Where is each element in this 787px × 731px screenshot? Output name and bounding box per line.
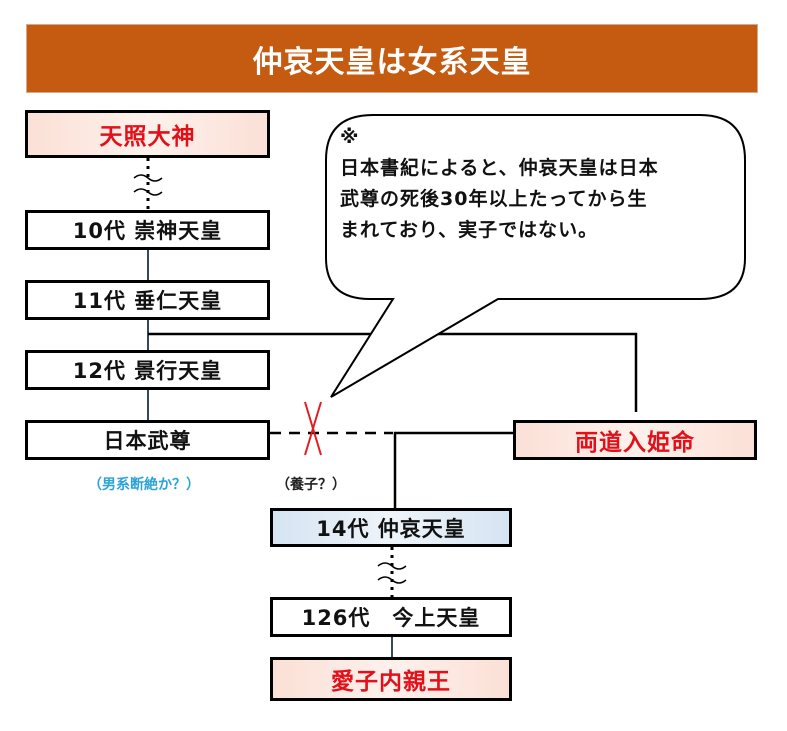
bubble-line: 武尊の死後30年以上たってから生 [340,188,648,210]
box-gen126-current: 126代 今上天皇 [270,597,512,637]
box-label: 14代 仲哀天皇 [316,516,466,541]
reference-mark: ※ [340,126,360,148]
box-aiko: 愛子内親王 [270,657,512,701]
box-label: 日本武尊 [103,429,192,453]
cross-mark-icon [304,401,322,456]
box-label: 天照大神 [99,124,196,150]
line-11-futaji [148,332,638,412]
speech-bubble [325,114,746,398]
box-amaterasu: 天照大神 [25,110,270,158]
line-futaji-14 [393,431,513,508]
box-gen10-sujin: 10代 崇神天皇 [25,210,270,250]
page-title: 仲哀天皇は女系天皇 [252,44,532,80]
box-label: 両道入姫命 [575,430,695,456]
box-gen11-suinin: 11代 垂仁天皇 [25,280,270,320]
box-label: 10代 崇神天皇 [72,219,223,243]
box-label: 12代 景行天皇 [72,359,223,383]
bubble-line: まれており、実子ではない。 [340,219,599,241]
box-yamato-takeru: 日本武尊 [25,420,270,460]
wavy-ellipsis-icon [377,562,407,584]
box-futaji-iri-hime: 両道入姫命 [513,420,757,460]
box-label: 愛子内親王 [331,669,451,695]
box-gen14-chuai: 14代 仲哀天皇 [270,508,512,547]
box-label: 126代 今上天皇 [301,606,481,630]
box-label: 11代 垂仁天皇 [72,289,223,313]
wavy-ellipsis-icon [133,174,163,196]
title-banner: 仲哀天皇は女系天皇 [27,25,757,92]
note-adopted: （養子？） [276,477,346,493]
note-male-line-broken: （男系断絶か？） [88,477,200,493]
box-gen12-keiko: 12代 景行天皇 [25,350,270,390]
bubble-text: ※ 日本書紀によると、仲哀天皇は日本 武尊の死後30年以上たってから生 まれてお… [340,122,740,246]
bubble-line: 日本書紀によると、仲哀天皇は日本 [340,157,659,179]
